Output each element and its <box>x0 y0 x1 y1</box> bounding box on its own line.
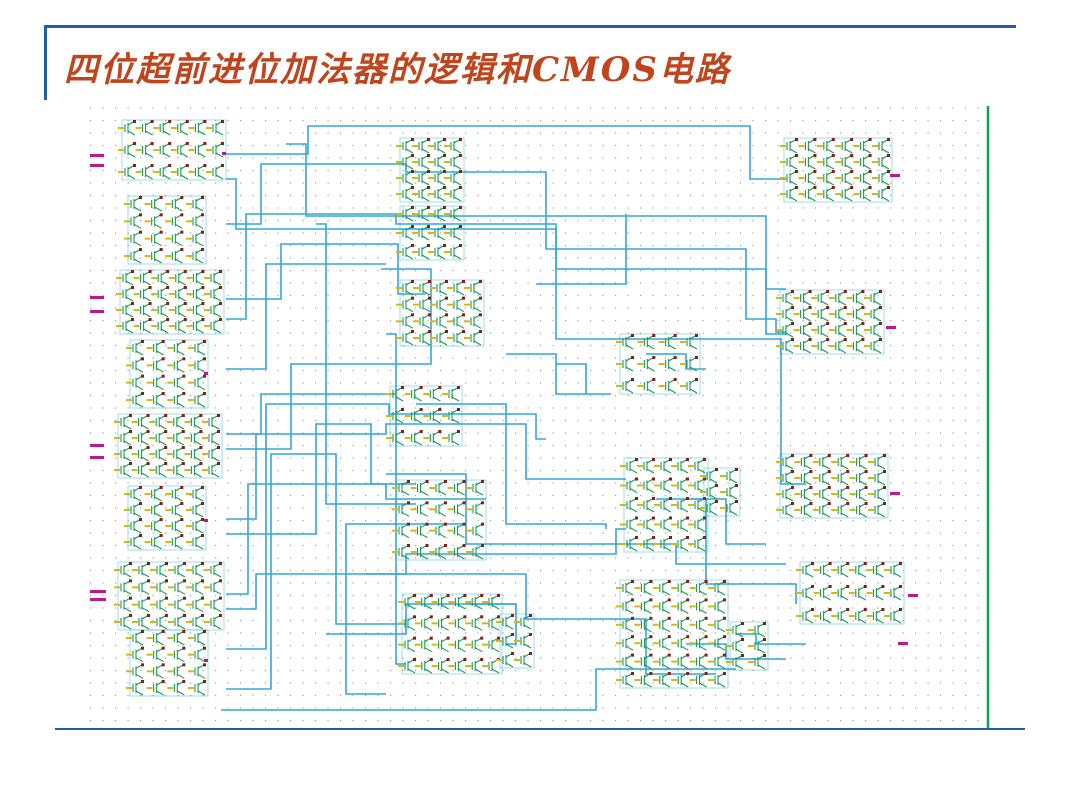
transistor-block-24 <box>796 561 905 625</box>
transistor-block-15 <box>496 613 535 669</box>
wire-10 <box>226 423 416 535</box>
wire-24 <box>345 523 466 695</box>
wire-31 <box>646 353 706 370</box>
wire-29 <box>736 633 806 645</box>
wire-21 <box>286 143 786 335</box>
wire-12 <box>226 528 626 610</box>
io-port-10 <box>204 372 208 375</box>
bottom-rule <box>55 728 1025 730</box>
io-port-4 <box>90 310 104 313</box>
transistor-block-16 <box>616 333 701 395</box>
transistor-block-21 <box>780 137 893 203</box>
transistor-block-7 <box>114 561 225 631</box>
transistor-block-17 <box>620 457 709 553</box>
io-port-14 <box>886 326 896 329</box>
title-accent-bar <box>44 25 47 100</box>
io-port-6 <box>90 456 104 459</box>
io-port-17 <box>898 642 908 645</box>
cmos-schematic <box>86 104 996 730</box>
transistor-block-9 <box>396 137 465 203</box>
wire-14 <box>226 453 406 690</box>
io-port-1 <box>90 154 104 157</box>
io-port-13 <box>890 174 900 177</box>
io-port-8 <box>90 598 106 601</box>
io-port-11 <box>204 519 208 522</box>
transistor-block-23 <box>776 453 889 519</box>
wire-30 <box>536 214 627 285</box>
wire-3 <box>226 163 786 333</box>
io-port-16 <box>908 594 918 597</box>
transistor-block-14 <box>398 593 503 675</box>
schematic-wires <box>221 125 806 711</box>
wire-8 <box>226 268 432 450</box>
wire-6 <box>226 263 386 370</box>
transistor-block-20 <box>726 621 769 671</box>
grid-dots <box>90 107 979 722</box>
io-port-15 <box>890 492 900 495</box>
transistor-block-3 <box>116 269 225 335</box>
wire-13 <box>226 403 546 650</box>
wire-5 <box>226 213 806 485</box>
wire-22 <box>316 223 416 505</box>
wire-1 <box>226 125 786 180</box>
transistor-block-12 <box>386 385 463 447</box>
schematic-grid <box>90 107 979 722</box>
transistor-block-22 <box>776 289 885 355</box>
io-port-7 <box>90 590 106 593</box>
wire-16 <box>326 603 516 635</box>
wire-17 <box>366 573 716 675</box>
schematic-blocks <box>90 119 918 697</box>
io-port-5 <box>90 444 104 447</box>
wire-25 <box>506 353 611 395</box>
wire-19 <box>416 403 607 529</box>
wire-11 <box>226 483 486 595</box>
wire-18 <box>386 473 786 565</box>
wire-27 <box>656 498 797 604</box>
wire-4 <box>226 243 426 300</box>
wire-9 <box>226 423 626 520</box>
wire-20 <box>466 603 517 645</box>
io-port-2 <box>90 164 104 167</box>
transistor-block-6 <box>124 485 207 551</box>
slide-title: 四位超前进位加法器的逻辑和CMOS电路 <box>64 50 731 90</box>
wire-15 <box>221 668 736 711</box>
wire-2 <box>226 178 786 290</box>
transistor-block-18 <box>700 467 741 517</box>
io-port-9 <box>222 152 226 155</box>
transistor-block-2 <box>124 195 207 265</box>
wire-7 <box>226 393 396 435</box>
io-port-3 <box>90 296 104 299</box>
transistor-block-13 <box>392 479 487 561</box>
transistor-block-8 <box>126 629 209 697</box>
wire-28 <box>686 643 786 660</box>
io-port-12 <box>204 659 208 662</box>
transistor-block-11 <box>396 279 485 347</box>
title-rule <box>44 25 1016 28</box>
transistor-block-1 <box>118 119 227 181</box>
transistor-block-4 <box>126 339 209 409</box>
transistor-block-19 <box>616 579 729 689</box>
transistor-block-10 <box>396 205 465 261</box>
transistor-block-5 <box>114 413 223 479</box>
wire-26 <box>556 363 587 394</box>
wire-32 <box>691 498 766 545</box>
